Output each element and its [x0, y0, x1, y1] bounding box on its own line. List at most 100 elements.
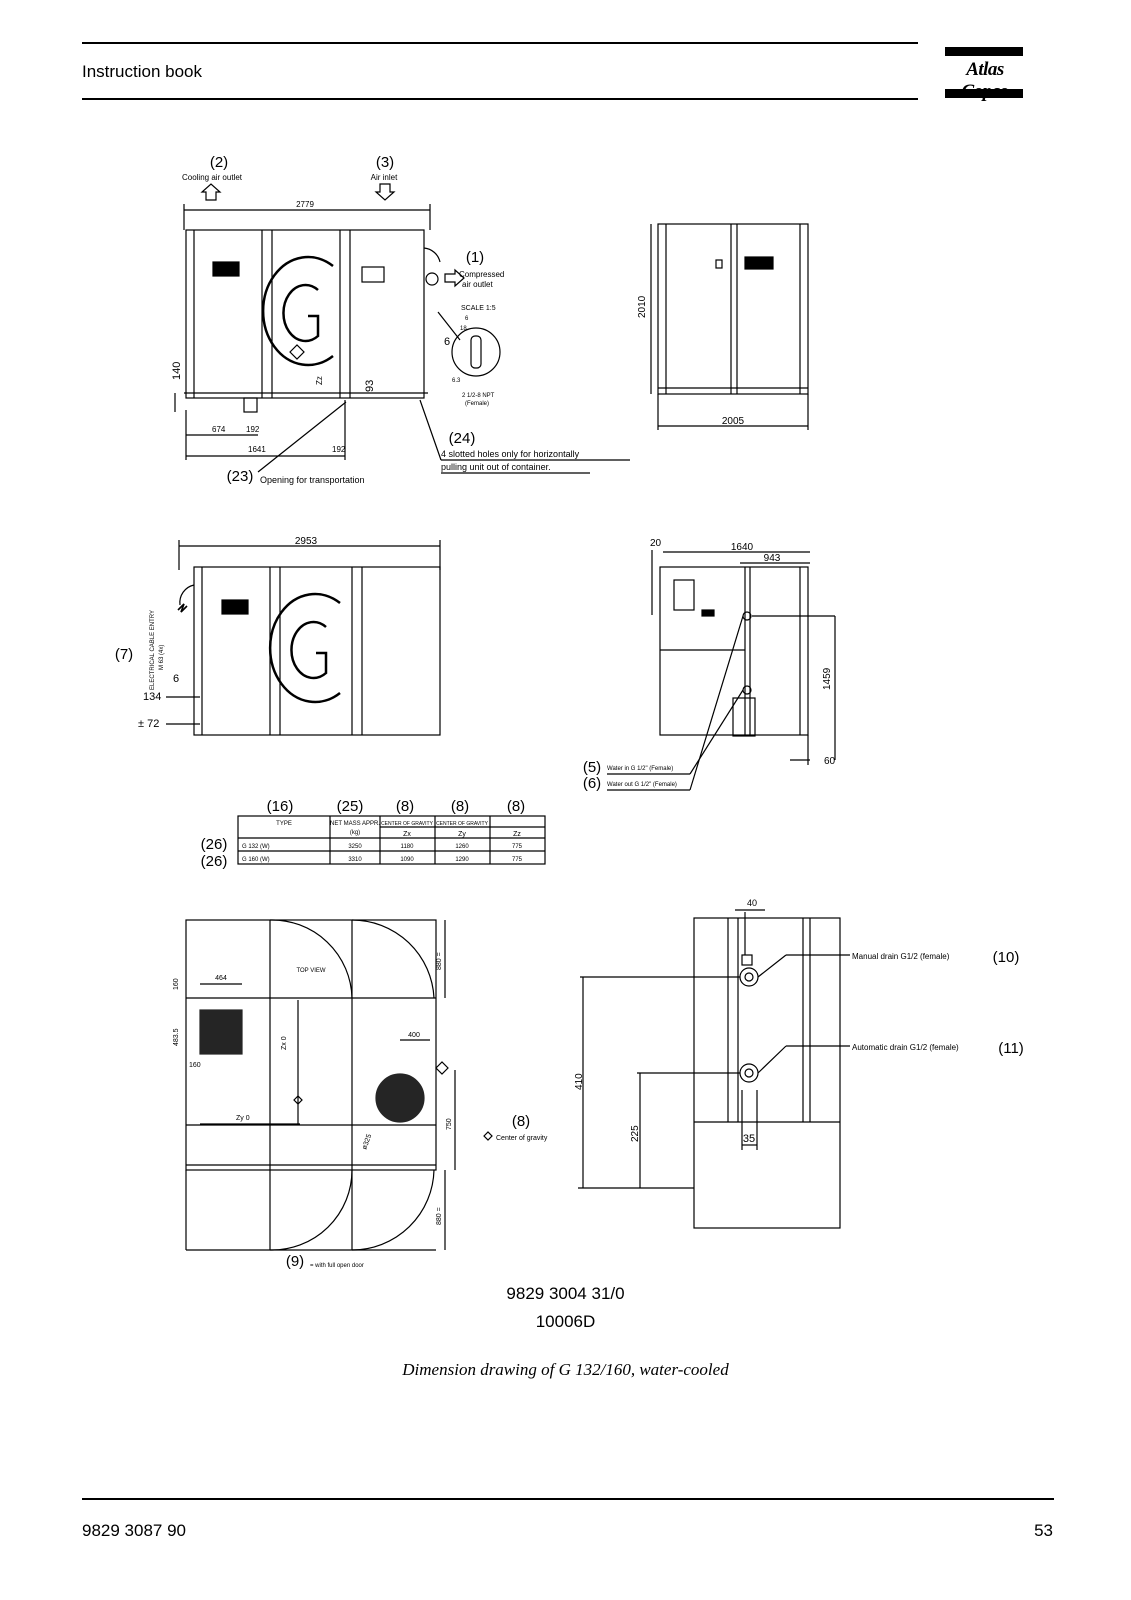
cog-table: (16) (25) (8) (8) (8) TYPE NET MASS APPR…: [201, 798, 546, 870]
dim-6a: 6: [444, 336, 450, 348]
dim-880b: 880 =: [436, 1207, 443, 1225]
callout-5: (5): [583, 759, 601, 776]
top-view: TOP VIEW 464 160 483.5 160 Zx 0 Zy 0 400…: [173, 919, 548, 1270]
lightning-icon: [177, 603, 188, 613]
callout-8-cog: (8): [512, 1113, 530, 1130]
logo-bar-top: [945, 47, 1023, 56]
callout-24: (24): [449, 430, 476, 447]
dim-750: 750: [446, 1118, 453, 1130]
slotted-holes-label-2: pulling unit out of container.: [441, 462, 551, 472]
slotted-holes-label-1: 4 slotted holes only for horizontally: [441, 449, 580, 459]
side-view: 2010 2005: [637, 223, 809, 430]
callout-2: (2): [210, 154, 228, 171]
g-logo-outer: [261, 255, 334, 367]
footer-doc-number: 9829 3087 90: [82, 1521, 186, 1540]
dim-192b: 192: [332, 445, 346, 454]
dimension-drawing: (2) Cooling air outlet (3) Air inlet 277…: [115, 154, 1024, 1270]
table-subheader-zx: Zx: [403, 831, 411, 838]
dim-674: 674: [212, 425, 226, 434]
automatic-drain-fitting: [739, 1063, 759, 1083]
table-cell: 775: [512, 844, 523, 850]
npt-label-2: (Female): [465, 401, 489, 407]
dim-160b: 160: [189, 1062, 201, 1069]
door-label: = with full open door: [310, 1263, 364, 1269]
header-bottom-rule: [82, 98, 918, 100]
page-number: 53: [1034, 1521, 1053, 1540]
figure-caption: Dimension drawing of G 132/160, water-co…: [402, 1360, 729, 1379]
compressed-air-label-2: air outlet: [462, 280, 493, 289]
callout-6: (6): [583, 775, 601, 792]
compressed-air-label-1: Compressed: [459, 270, 504, 279]
dim-410: 410: [574, 1073, 585, 1090]
header-top-rule: [82, 42, 918, 44]
arrow-down-icon: [374, 183, 396, 201]
arrow-up-icon: [200, 183, 222, 201]
callout-9: (9): [286, 1253, 304, 1270]
cable-entry-label: ELECTRICAL CABLE ENTRY: [150, 610, 156, 690]
dim-134: 134: [143, 691, 161, 703]
dim-6b: 6: [465, 316, 469, 322]
dim-2953: 2953: [295, 536, 318, 547]
table-header-type: TYPE: [276, 821, 292, 827]
front-view: (2) Cooling air outlet (3) Air inlet 277…: [171, 154, 630, 485]
cog-marker-icon: [289, 344, 305, 360]
table-header-cog-x: CENTER OF GRAVITY: [381, 821, 434, 827]
table-cell: 3310: [348, 857, 362, 863]
dim-40: 40: [747, 898, 757, 908]
dim-140: 140: [171, 362, 183, 380]
zy0-label: Zy 0: [236, 1115, 250, 1122]
dim-464: 464: [215, 975, 227, 982]
opening-label: Opening for transportation: [260, 475, 365, 485]
callout-3: (3): [376, 154, 394, 171]
table-cell: G 160 (W): [242, 857, 270, 863]
right-side-view: 20 1640 943 1459 60 (5) Water in G 1/2" …: [583, 538, 836, 792]
zx0-label: Zx 0: [281, 1036, 288, 1050]
table-subheader-zy: Zy: [458, 831, 466, 838]
dim-60: 60: [824, 756, 836, 767]
dim-35: 35: [743, 1133, 755, 1145]
dim-72: ± 72: [138, 718, 159, 730]
fan-grille: [375, 1073, 425, 1123]
manual-drain-label: Manual drain G1/2 (female): [852, 952, 950, 961]
automatic-drain-label: Automatic drain G1/2 (female): [852, 1043, 959, 1052]
dim-2005: 2005: [722, 416, 745, 427]
table-callout-8b: (8): [451, 798, 469, 815]
callout-11: (11): [998, 1040, 1024, 1057]
arrow-right-icon: [444, 268, 465, 288]
logo-bar-bottom: [945, 89, 1023, 98]
callout-10: (10): [993, 949, 1020, 966]
dim-400: 400: [408, 1032, 420, 1039]
manual-drain-fitting: [739, 967, 759, 987]
table-cell: 1180: [401, 844, 415, 850]
table-callout-8c: (8): [507, 798, 525, 815]
air-inlet-label: Air inlet: [371, 173, 398, 182]
dim-6-3: 6.3: [452, 378, 461, 384]
dim-93: 93: [364, 380, 376, 392]
water-out-label: Water out G 1/2" (Female): [607, 782, 677, 788]
dim-880a: 880 =: [436, 952, 443, 970]
table-callout-16: (16): [267, 798, 294, 815]
drawing-code: 10006D: [535, 1312, 596, 1331]
cable-entry-size: M 63 (4x): [159, 645, 165, 670]
dim-160a: 160: [173, 978, 180, 990]
table-cell: 775: [512, 857, 523, 863]
dim-dia-325: ø325: [361, 1133, 373, 1150]
dim-2010: 2010: [637, 295, 648, 318]
rear-view: 2953 ELECTRICAL CABLE ENTRY M 63 (4x) (7…: [115, 536, 441, 736]
table-callout-26a: (26): [201, 836, 228, 853]
dim-6c: 6: [173, 673, 179, 685]
table-callout-8a: (8): [396, 798, 414, 815]
door-swing: [423, 247, 441, 263]
npt-label-1: 2 1/2-8 NPT: [462, 393, 495, 399]
control-panel: [361, 266, 385, 283]
callout-23: (23): [227, 468, 254, 485]
table-cell: G 132 (W): [242, 844, 270, 850]
cog-label: Center of gravity: [496, 1135, 548, 1142]
water-in-label: Water in G 1/2" (Female): [607, 766, 673, 772]
table-header-mass: NET MASS APPR.: [330, 821, 380, 827]
table-cell: 3250: [348, 844, 362, 850]
table-cell: 1090: [400, 857, 414, 863]
cooling-air-outlet-label: Cooling air outlet: [182, 173, 243, 182]
table-callout-26b: (26): [201, 853, 228, 870]
callout-7: (7): [115, 646, 133, 663]
